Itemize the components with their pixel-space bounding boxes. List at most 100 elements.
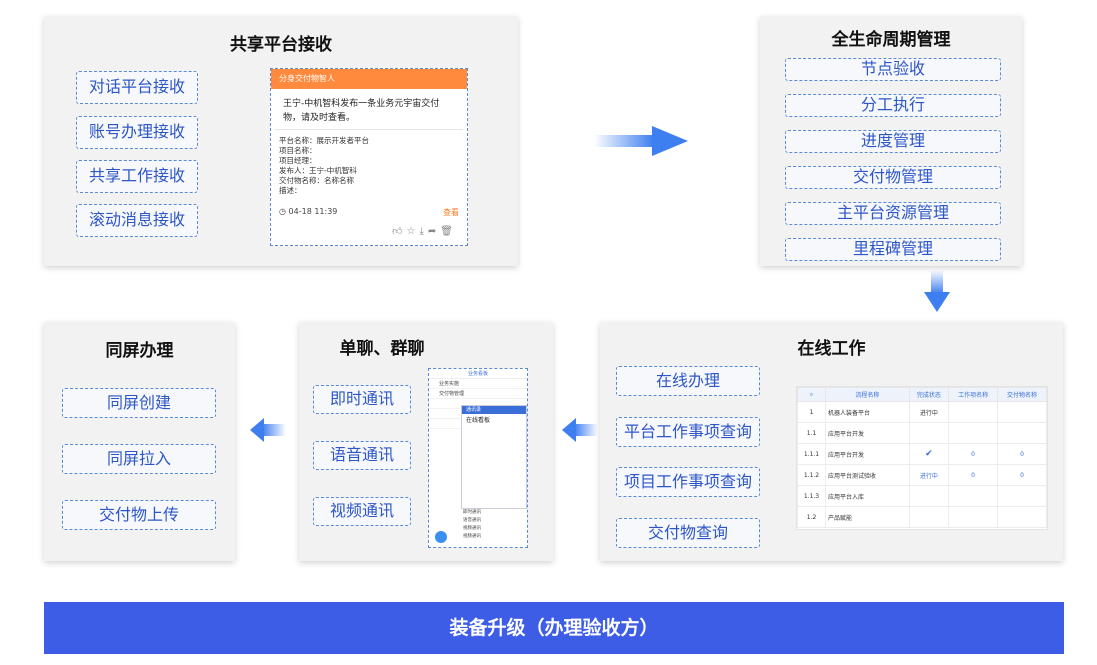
cell: [908, 422, 950, 444]
popup-title: 在线看板: [466, 417, 491, 424]
arrow-left-icon: [562, 418, 598, 442]
online-title: 在线工作: [797, 339, 866, 359]
list-item[interactable]: 语音通讯: [463, 518, 481, 523]
chat-item-video[interactable]: 视频通讯: [313, 497, 411, 526]
online-item-deliverable-query[interactable]: 交付物查询: [616, 518, 760, 548]
lifecycle-item-node[interactable]: 节点验收: [785, 58, 1001, 81]
cell: 应用平台入库: [825, 485, 910, 507]
chat-row[interactable]: 业务实施: [429, 379, 527, 389]
chat-row[interactable]: 交付物管理: [429, 389, 527, 399]
cell: 1.1.3: [797, 485, 826, 507]
col-status: 完成状态: [908, 387, 950, 402]
lifecycle-item-milestone[interactable]: 里程碑管理: [785, 238, 1001, 261]
cell: [997, 485, 1047, 507]
cell: 1.1: [797, 422, 826, 444]
card-line: 项目名称：: [279, 146, 317, 155]
screen-panel: 同屏办理 同屏创建 同屏拉入 交付物上传: [44, 322, 235, 561]
view-link[interactable]: 查看: [443, 208, 459, 217]
card-details: 平台名称：展示开发者平台 项目名称： 项目经理： 发布人：王宁-中机智科 交付物…: [271, 130, 467, 202]
cell: 机器人装备平台: [825, 401, 910, 423]
cell: 应用平台开发: [825, 443, 910, 465]
col-work: 工作项名称: [948, 387, 999, 402]
trash-icon[interactable]: 🗑︎: [440, 226, 457, 237]
cell: 产品赋能: [825, 506, 910, 528]
cell: 0: [948, 443, 999, 465]
cell: [948, 422, 999, 444]
chat-item-instant[interactable]: 即时通讯: [313, 385, 411, 414]
cell: [948, 485, 999, 507]
online-item-project-query[interactable]: 项目工作事项查询: [616, 467, 760, 497]
share-item-work[interactable]: 共享工作接收: [76, 160, 198, 193]
card-time: 04-18 11:39: [288, 207, 338, 216]
arrow-left-icon: [250, 418, 286, 442]
list-item[interactable]: 视频通讯: [463, 526, 481, 531]
cell: [908, 485, 950, 507]
cell: [997, 422, 1047, 444]
notification-card: 分身交付物智人 王宁-中机智科发布一条业务元宇宙交付物，请及时查看。 平台名称：…: [270, 68, 468, 246]
card-action-icons[interactable]: 👍︎☆⤓➦🗑︎: [392, 225, 457, 237]
chat-title: 单聊、群聊: [339, 339, 425, 359]
cell: 1.2: [797, 506, 826, 528]
download-icon[interactable]: ⤓: [419, 226, 428, 237]
cell: [997, 401, 1047, 423]
share-title: 共享平台接收: [230, 35, 332, 55]
screen-item-pull[interactable]: 同屏拉入: [62, 444, 216, 474]
col-deliverable: 交付物名称: [997, 387, 1047, 402]
cell: [908, 506, 950, 528]
screen-item-upload[interactable]: 交付物上传: [62, 500, 216, 530]
share-item-account[interactable]: 账号办理接收: [76, 116, 198, 149]
lifecycle-item-deliverable[interactable]: 交付物管理: [785, 166, 1001, 189]
chat-mock-top: 业务看板: [429, 369, 527, 379]
card-line: 发布人：王宁-中机智科: [279, 166, 357, 175]
popup-bar: 通讯录: [462, 406, 526, 414]
lifecycle-item-progress[interactable]: 进度管理: [785, 130, 1001, 153]
card-line: 项目经理：: [279, 156, 317, 165]
lifecycle-title: 全生命周期管理: [831, 30, 951, 50]
chat-list: 即时通讯 语音通讯 视频通讯 视频通讯: [459, 509, 525, 541]
cell: 应用平台开发: [825, 422, 910, 444]
cell: [948, 506, 999, 528]
col-flow: 流程名称: [825, 387, 910, 402]
online-item-platform-query[interactable]: 平台工作事项查询: [616, 417, 760, 447]
lifecycle-item-resource[interactable]: 主平台资源管理: [785, 202, 1001, 225]
check-icon: ✔: [908, 443, 950, 465]
cell: 1.1.1: [797, 443, 826, 465]
share-icon[interactable]: ➦: [427, 226, 441, 237]
screen-item-create[interactable]: 同屏创建: [62, 388, 216, 418]
star-icon[interactable]: ☆: [406, 226, 420, 237]
card-line: 平台名称：展示开发者平台: [279, 136, 369, 145]
cell: 进行中: [908, 401, 950, 423]
cell: 1.1.2: [797, 464, 826, 486]
cell: 应用平台测试验收: [825, 464, 910, 486]
arrow-down-icon: [924, 270, 950, 312]
bottom-banner: 装备升级（办理验收方）: [44, 602, 1064, 654]
card-message: 王宁-中机智科发布一条业务元宇宙交付物，请及时查看。: [275, 89, 463, 130]
list-item[interactable]: 即时通讯: [463, 510, 481, 515]
chat-bubble-icon[interactable]: [435, 531, 447, 543]
lifecycle-panel: 全生命周期管理 节点验收 分工执行 进度管理 交付物管理 主平台资源管理 里程碑…: [760, 16, 1022, 266]
lifecycle-item-division[interactable]: 分工执行: [785, 94, 1001, 117]
cell: [948, 401, 999, 423]
arrow-right-icon: [594, 126, 688, 156]
table-search-icon[interactable]: ⌕: [797, 387, 826, 402]
chat-item-voice[interactable]: 语音通讯: [313, 441, 411, 470]
cell: 0: [948, 464, 999, 486]
online-item-handle[interactable]: 在线办理: [616, 366, 760, 396]
list-item[interactable]: 视频通讯: [463, 534, 481, 539]
like-icon[interactable]: 👍︎: [392, 226, 407, 237]
share-item-scroll[interactable]: 滚动消息接收: [76, 204, 198, 237]
clock-icon: ◷: [279, 207, 286, 216]
card-footer: ◷ 04-18 11:39 查看: [279, 207, 459, 217]
cell: 0: [997, 443, 1047, 465]
share-item-dialog[interactable]: 对话平台接收: [76, 71, 198, 104]
card-line: 描述：: [279, 186, 302, 195]
chat-mock: 业务看板 业务实施 交付物管理 通讯录 在线看板 即时通讯 语音通讯 视频通讯 …: [428, 368, 528, 548]
cell: [997, 506, 1047, 528]
chat-popup[interactable]: 通讯录 在线看板: [461, 405, 527, 509]
